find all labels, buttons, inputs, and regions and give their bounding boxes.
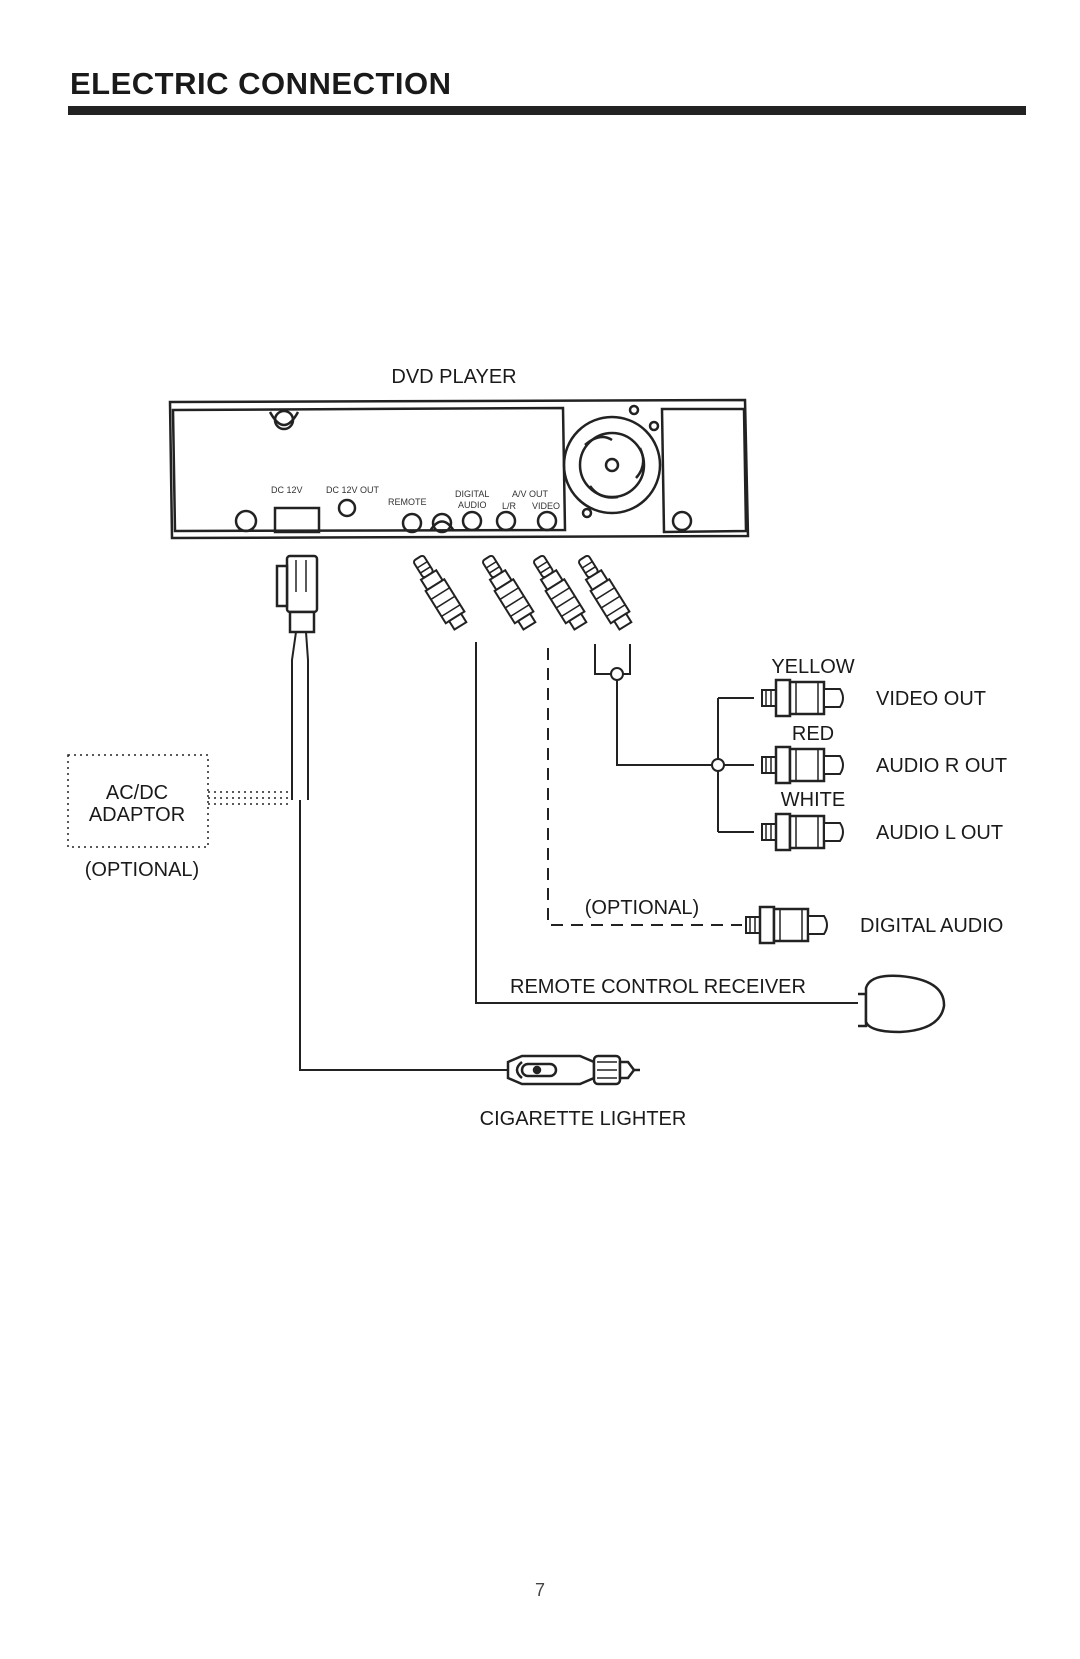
- white-label: WHITE: [781, 789, 845, 811]
- remote-jack-label: REMOTE: [388, 497, 427, 507]
- rca-video-connector: [760, 678, 845, 718]
- dc-out-label: DC 12V OUT: [326, 485, 380, 495]
- page-title: ELECTRIC CONNECTION: [70, 66, 452, 101]
- digital-jack-label: DIGITAL: [455, 489, 489, 499]
- dvd-player-rear-panel: [168, 398, 750, 540]
- remote-receiver-label: REMOTE CONTROL RECEIVER: [510, 976, 806, 998]
- video-jack-label: VIDEO: [532, 501, 560, 511]
- rca-digital-connector: [744, 905, 829, 945]
- digital-audio-cable: [547, 648, 742, 926]
- red-label: RED: [792, 723, 834, 745]
- dvd-player-label: DVD PLAYER: [391, 366, 516, 388]
- av-out-label: A/V OUT: [512, 489, 549, 499]
- adaptor-label-line2: ADAPTOR: [89, 804, 185, 826]
- title-rule: [68, 106, 1026, 115]
- adaptor-label-line1: AC/DC: [106, 782, 168, 804]
- rca-audio-r-connector: [760, 745, 845, 785]
- acdc-adaptor-box: [67, 754, 292, 848]
- dc-in-label: DC 12V: [271, 485, 303, 495]
- video-out-label: VIDEO OUT: [876, 688, 986, 710]
- cigarette-lighter-plug: [506, 1054, 640, 1086]
- lr-jack-label: L/R: [502, 501, 517, 511]
- digital-audio-label: DIGITAL AUDIO: [860, 915, 1003, 937]
- digital-optional-label: (OPTIONAL): [585, 897, 699, 919]
- audio-l-out-label: AUDIO L OUT: [876, 822, 1003, 844]
- rca-audio-l-connector: [760, 812, 845, 852]
- remote-cable: [475, 642, 858, 1004]
- power-cable: [291, 631, 508, 1071]
- audio-jack-label: AUDIO: [458, 500, 487, 510]
- splitter-node: [610, 667, 624, 681]
- remote-receiver-sensor: [858, 974, 946, 1034]
- audio-r-out-label: AUDIO R OUT: [876, 755, 1007, 777]
- digital-audio-plug: [476, 551, 540, 633]
- power-plug: [275, 554, 319, 634]
- yellow-label: YELLOW: [771, 656, 854, 678]
- page-number: 7: [534, 1580, 545, 1600]
- remote-plug: [407, 551, 471, 633]
- cigarette-lighter-label: CIGARETTE LIGHTER: [480, 1108, 687, 1130]
- branch-node: [711, 758, 725, 772]
- adaptor-optional-label: (OPTIONAL): [85, 859, 199, 881]
